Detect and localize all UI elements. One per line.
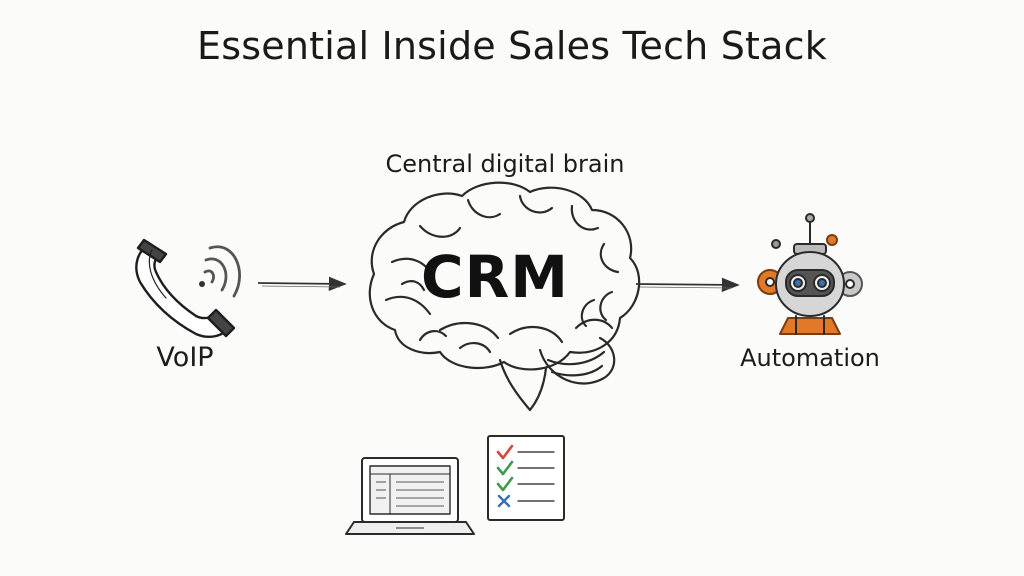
brain-icon — [368, 181, 641, 412]
arrow-crm-to-automation — [635, 277, 740, 293]
robot-icon — [757, 213, 863, 335]
automation-label: Automation — [740, 344, 880, 372]
voip-label: VoIP — [156, 342, 214, 373]
phone-icon — [135, 238, 241, 338]
brain-caption: Central digital brain — [385, 150, 625, 178]
arrow-voip-to-crm — [257, 276, 347, 292]
checklist-icon — [487, 435, 565, 521]
laptop-icon — [345, 457, 475, 535]
page-title: Essential Inside Sales Tech Stack — [197, 24, 827, 68]
crm-label: CRM — [421, 243, 569, 311]
